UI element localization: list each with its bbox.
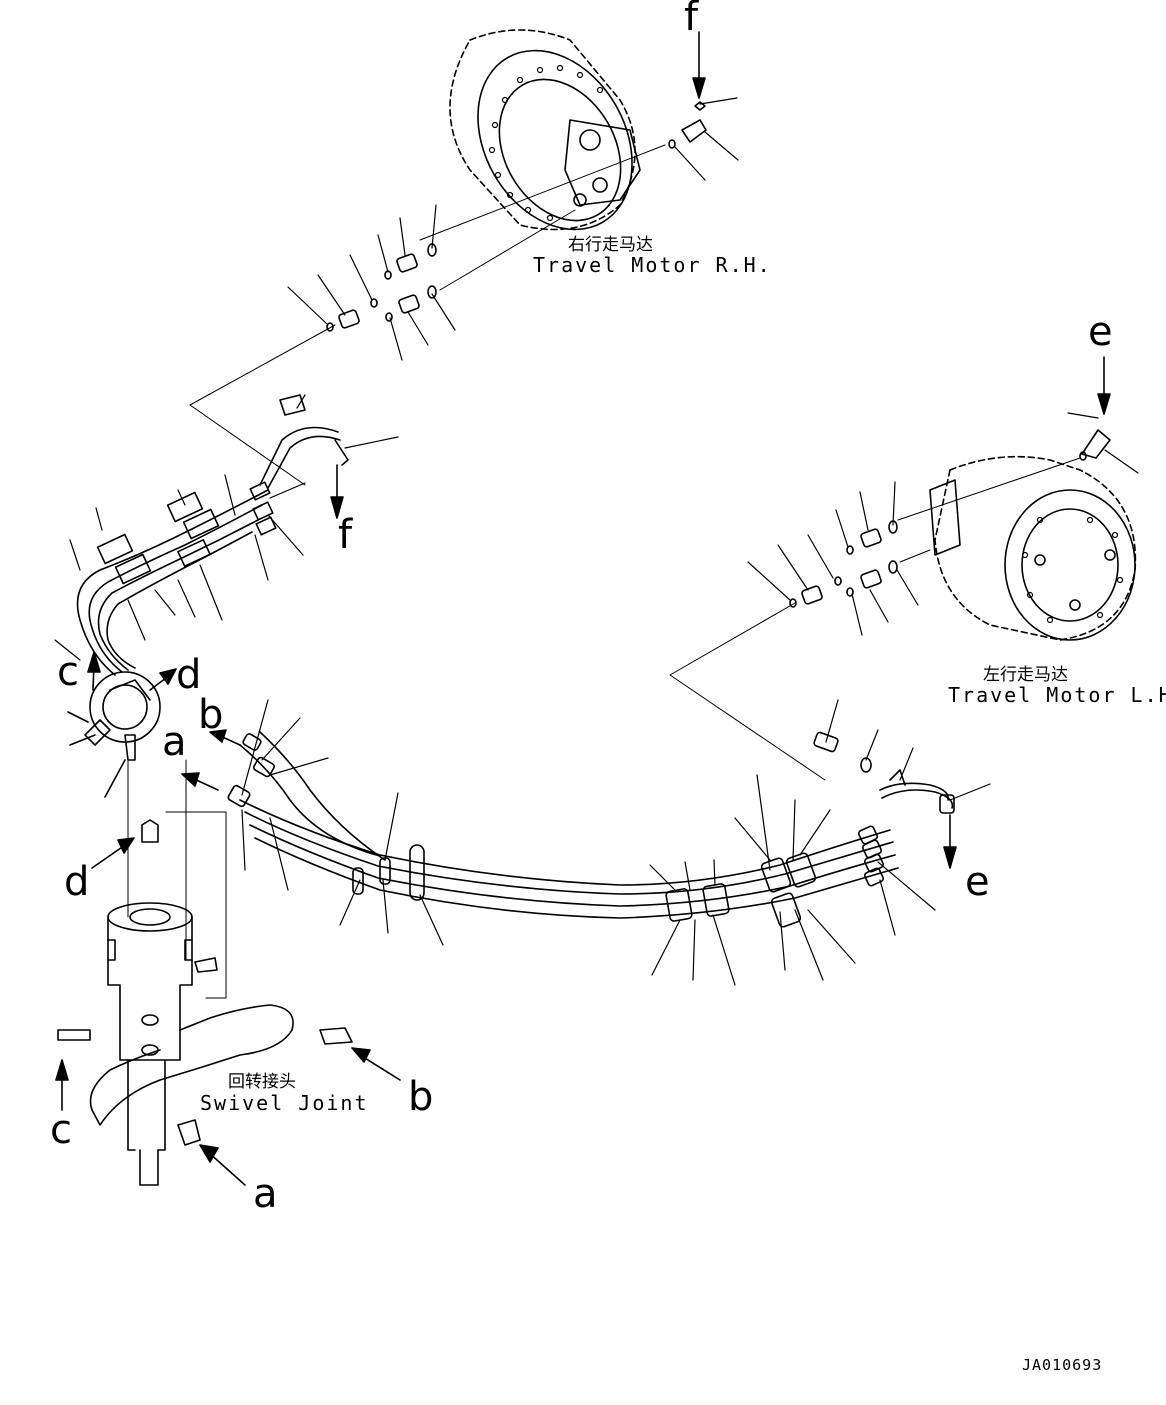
lh-leader-lines bbox=[747, 412, 1139, 636]
swivel-joint-en-label: Swivel Joint bbox=[200, 1091, 369, 1115]
lh-bolt-holes bbox=[1021, 516, 1124, 624]
callout-d-lower: d bbox=[64, 859, 89, 905]
main-leader-lines bbox=[241, 699, 991, 986]
travel-motor-lh-en-label: Travel Motor L.H. bbox=[948, 683, 1166, 707]
callout-c-upper: c bbox=[57, 649, 79, 695]
callout-f-top: f bbox=[684, 0, 699, 40]
upper-f-arrow bbox=[330, 464, 344, 519]
swivel-joint-cn-label: 回转接头 bbox=[228, 1072, 296, 1092]
callout-b-lower: b bbox=[408, 1074, 433, 1120]
callout-e-top: e bbox=[1088, 309, 1113, 355]
travel-motor-rh-cn-label: 右行走马达 bbox=[568, 235, 653, 255]
travel-motor-rh-en-label: Travel Motor R.H. bbox=[533, 253, 772, 277]
callout-b-upper: b bbox=[198, 692, 223, 738]
callout-arrows bbox=[55, 31, 1111, 1186]
travel-motor-lh-cn-label: 左行走马达 bbox=[983, 665, 1068, 685]
rh-fittings bbox=[189, 101, 707, 486]
hose-bundle-main bbox=[227, 731, 955, 928]
lh-fittings bbox=[669, 429, 1111, 781]
swivel-joint-main bbox=[57, 759, 353, 1186]
hose-bundle-upper-left bbox=[76, 394, 349, 676]
callout-d-upper: d bbox=[176, 652, 201, 698]
mid-e-arrow bbox=[943, 814, 957, 869]
labels-text: 右行走马达 Travel Motor R.H. 左行走马达 Travel Mot… bbox=[50, 0, 1166, 1374]
callout-f-mid: f bbox=[338, 512, 353, 558]
rh-leader-lines bbox=[287, 97, 739, 361]
callout-a-lower: a bbox=[253, 1171, 278, 1217]
callout-e-mid: e bbox=[965, 859, 990, 905]
upper-left-leader-lines bbox=[54, 394, 399, 661]
travel-motor-rh bbox=[449, 29, 641, 231]
motor-bolt-holes bbox=[488, 64, 604, 222]
callout-a-upper: a bbox=[162, 719, 187, 765]
travel-motor-lh bbox=[929, 455, 1137, 641]
drawing-code: JA010693 bbox=[1022, 1356, 1102, 1374]
callout-c-lower: c bbox=[50, 1107, 72, 1153]
swivel-joint-detail bbox=[67, 671, 161, 798]
